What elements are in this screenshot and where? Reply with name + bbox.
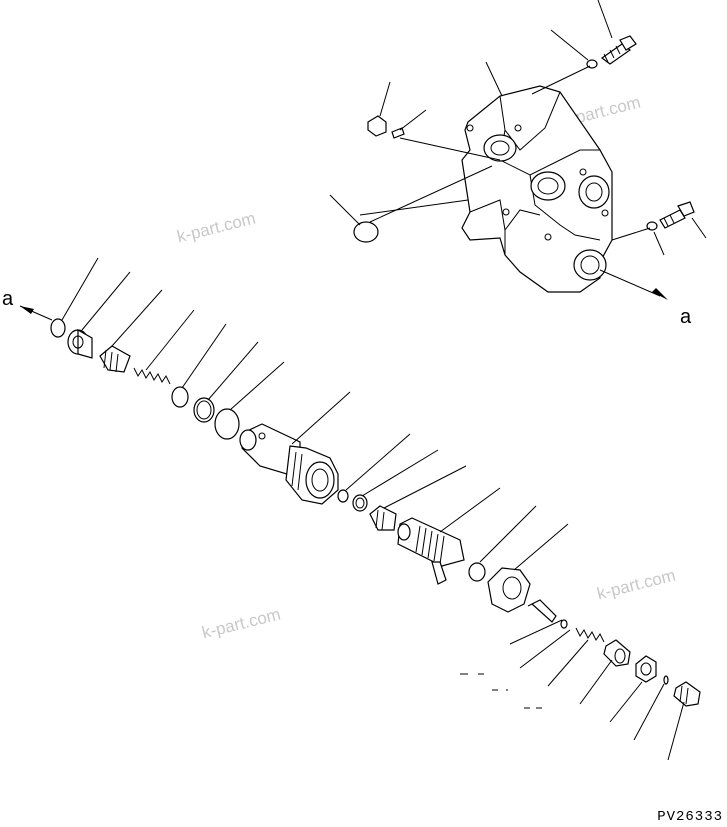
oring-housing — [353, 221, 379, 243]
ring-1 — [50, 318, 66, 338]
leader-lines-housing — [329, 0, 707, 300]
backup-ring-2 — [352, 494, 368, 512]
oring-tiny — [663, 675, 669, 685]
oring-1 — [171, 386, 189, 408]
oring-small — [560, 619, 568, 629]
pin — [391, 127, 405, 139]
valve-body-sleeve — [239, 423, 339, 505]
spring-seat — [99, 345, 131, 373]
spring-1 — [133, 367, 171, 385]
ref-mark-a-left: a — [2, 288, 14, 310]
port-lower — [573, 249, 607, 281]
pilot-needle — [527, 599, 557, 623]
leader-lines-spool — [61, 257, 685, 761]
hex-nut-large — [487, 567, 531, 613]
hex-nut-small — [635, 655, 657, 683]
port-side — [578, 175, 610, 209]
bolt-side — [659, 201, 695, 229]
retainer — [67, 328, 93, 359]
bolt-top — [600, 35, 637, 65]
valve-housing — [461, 85, 613, 293]
spring-2 — [575, 627, 605, 643]
drawing-code: PV26333 — [657, 809, 723, 825]
piston — [603, 639, 631, 667]
oring-4 — [468, 562, 486, 582]
port-middle — [530, 171, 566, 201]
oring-2 — [214, 408, 240, 440]
plug-small — [367, 115, 387, 137]
dash-marks — [460, 673, 542, 709]
spool — [397, 517, 465, 585]
adjust-screw — [673, 681, 701, 707]
ref-mark-a-right: a — [680, 306, 692, 328]
spool-collar — [369, 505, 397, 531]
oring-3 — [337, 489, 349, 503]
port-upper — [483, 134, 517, 162]
